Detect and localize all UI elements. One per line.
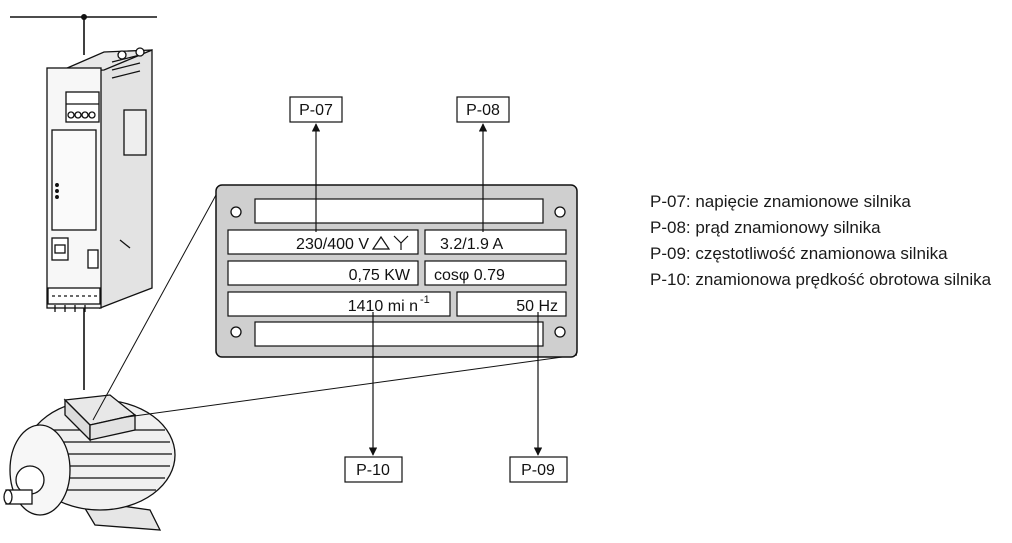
legend-item-p07: P-07: napięcie znamionowe silnika — [650, 192, 911, 211]
tag-p09 — [509, 456, 568, 483]
plate-field-power — [227, 260, 419, 286]
supply-line — [10, 14, 157, 390]
tag-p08-label: P-08 — [466, 102, 500, 119]
plate-blank-bottom — [254, 321, 544, 347]
tag-p10-label: P-10 — [356, 462, 390, 479]
plate-power-text: 0,75 KW — [349, 267, 411, 284]
nameplate: 230/400 V 3.2/1.9 A 0,75 KW cosφ 0.79 14… — [215, 184, 578, 358]
motor — [3, 394, 176, 531]
screw-icon — [554, 326, 566, 338]
plate-blank-top — [254, 198, 544, 224]
pointer-arrows — [311, 123, 543, 456]
inverter-device — [46, 47, 153, 312]
plate-speed-exponent: -1 — [420, 294, 430, 306]
tag-p08 — [456, 96, 510, 123]
plate-frequency-text: 50 Hz — [516, 298, 558, 315]
plate-voltage-text: 230/400 V — [296, 236, 369, 253]
parameter-legend: P-07: napięcie znamionowe silnika P-08: … — [650, 190, 1000, 294]
plate-cosphi-text: cosφ 0.79 — [434, 267, 505, 284]
parameter-tags: P-07 P-08 P-10 P-09 — [289, 96, 568, 483]
tag-p07-label: P-07 — [299, 102, 333, 119]
plate-field-cosphi — [424, 260, 567, 286]
plate-field-speed — [227, 291, 451, 317]
plate-field-frequency — [456, 291, 567, 317]
delta-star-icon — [371, 235, 409, 250]
screw-icon — [230, 206, 242, 218]
plate-field-voltage — [227, 229, 419, 255]
legend-item-p08: P-08: prąd znamionowy silnika — [650, 218, 881, 237]
tag-p09-label: P-09 — [521, 462, 555, 479]
legend-item-p09: P-09: częstotliwość znamionowa silnika — [650, 244, 948, 263]
screw-icon — [230, 326, 242, 338]
screw-icon — [554, 206, 566, 218]
zoom-lines — [92, 194, 578, 421]
legend-item-p10: P-10: znamionowa prędkość obrotowa silni… — [650, 270, 992, 289]
tag-p07 — [289, 96, 343, 123]
plate-current-text: 3.2/1.9 A — [440, 236, 503, 253]
plate-speed-text: 1410 mi n — [348, 298, 418, 315]
plate-field-current — [424, 229, 567, 255]
tag-p10 — [344, 456, 403, 483]
